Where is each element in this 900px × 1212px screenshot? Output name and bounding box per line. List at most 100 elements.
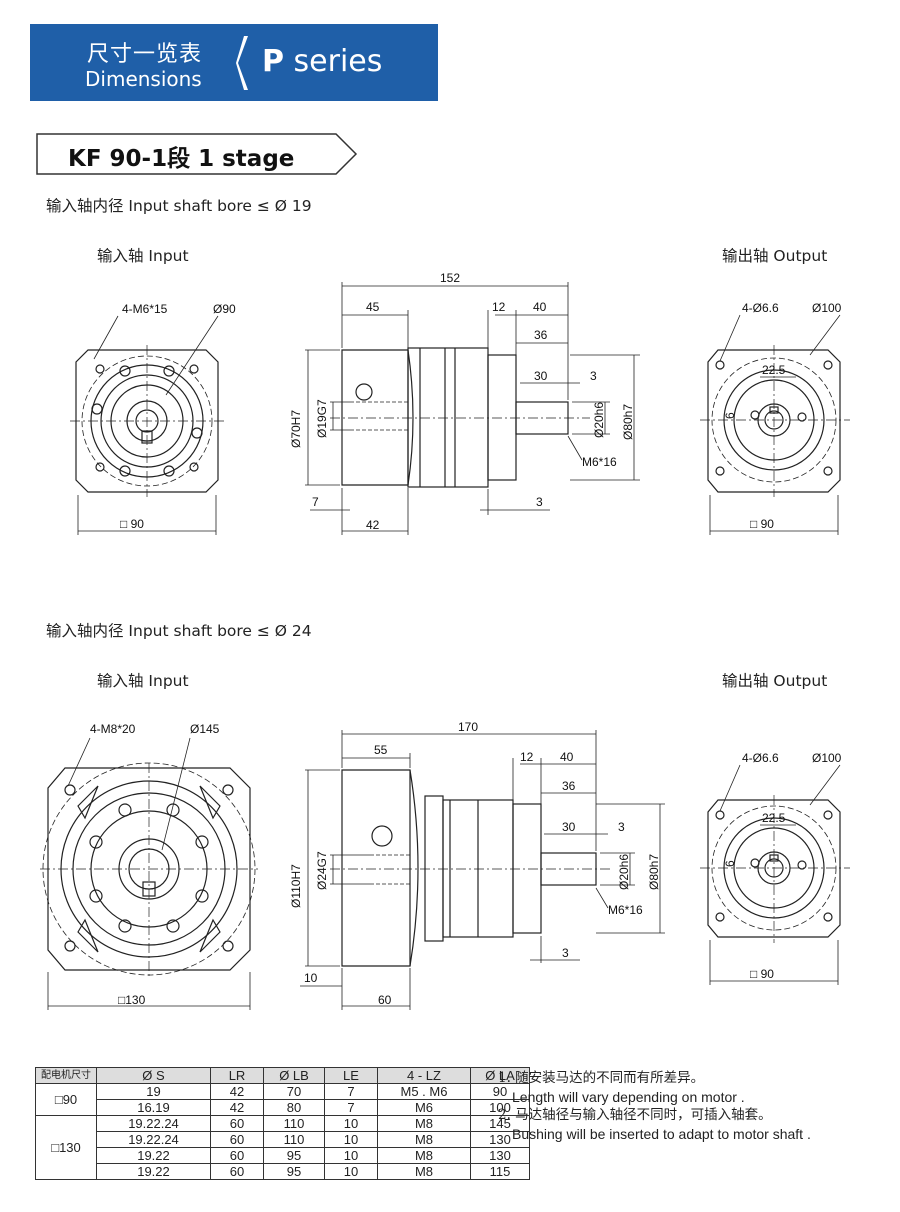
s1-side-total: 152 — [440, 271, 460, 285]
table-header-cell: Ø LB — [263, 1067, 325, 1084]
s2-side-d80: Ø80h7 — [647, 854, 661, 890]
s2-side-d60: 60 — [378, 993, 392, 1007]
table-cell: M5 . M6 — [377, 1083, 471, 1100]
table-cell: 95 — [263, 1147, 325, 1164]
section2-input-drawing: 4-M8*20 Ø145 □130 — [40, 722, 258, 1010]
section1-input-label: 输入轴 Input — [97, 247, 189, 265]
section1-bore: 输入轴内径 Input shaft bore ≤ Ø 19 — [46, 197, 312, 215]
table-cell: 42 — [210, 1083, 264, 1100]
s1-side-d36: 36 — [534, 328, 548, 342]
s2-side-left: 55 — [374, 743, 388, 757]
section2-side-drawing: 170 55 12 40 36 30 3 Ø110H7 Ø24G7 Ø20h6 … — [289, 720, 665, 1010]
table-cell: 145 — [470, 1115, 530, 1132]
s2-side-d3: 3 — [618, 820, 625, 834]
table-cell: M8 — [377, 1115, 471, 1132]
table-cell: 19.22 — [96, 1163, 211, 1180]
s2-in-pcd: Ø145 — [190, 722, 220, 736]
s1-side-d30: 30 — [534, 369, 548, 383]
section2-input-label: 输入轴 Input — [97, 672, 189, 690]
table-cell: 7 — [324, 1083, 378, 1100]
table-header-cell: 4 - LZ — [377, 1067, 471, 1084]
notes: 1. 随安装马达的不同而有所差异。 Length will vary depen… — [498, 1069, 811, 1143]
s1-out-pcd: Ø100 — [812, 301, 842, 315]
table-cell: 10 — [324, 1147, 378, 1164]
s1-out-keyw: 6 — [723, 412, 737, 419]
table-cell: M8 — [377, 1147, 471, 1164]
motor-size-cell: □130 — [35, 1115, 97, 1180]
s1-in-thread: 4-M6*15 — [122, 302, 168, 316]
table-cell: 90 — [470, 1083, 530, 1100]
section2-bore: 输入轴内径 Input shaft bore ≤ Ø 24 — [46, 622, 312, 640]
s1-side-d19: Ø19G7 — [315, 399, 329, 438]
table-cell: 19.22.24 — [96, 1115, 211, 1132]
table-cell: 60 — [210, 1147, 264, 1164]
section1-input-drawing: 4-M6*15 Ø90 □ 90 — [70, 302, 236, 535]
s1-side-d70: Ø70H7 — [289, 410, 303, 448]
stage-arrow-frame — [36, 133, 358, 175]
section1-output-label: 输出轴 Output — [722, 247, 828, 265]
s1-side-d42: 42 — [366, 518, 380, 532]
s1-out-holes: 4-Ø6.6 — [742, 301, 779, 315]
s2-side-d10: 10 — [304, 971, 318, 985]
table-cell: 10 — [324, 1131, 378, 1148]
table-cell: 19.22.24 — [96, 1131, 211, 1148]
table-cell: 19.22 — [96, 1147, 211, 1164]
chevron-left-icon — [236, 36, 248, 90]
s2-out-holes: 4-Ø6.6 — [742, 751, 779, 765]
s1-in-square: □ 90 — [120, 517, 144, 531]
s2-side-d3b: 3 — [562, 946, 569, 960]
s2-out-pcd: Ø100 — [812, 751, 842, 765]
table-header-cell: LR — [210, 1067, 264, 1084]
table-cell: 42 — [210, 1099, 264, 1116]
s1-side-d7: 7 — [312, 495, 319, 509]
table-header-row: 配电机尺寸 Ø S LR Ø LB LE 4 - LZ Ø LA — [35, 1067, 530, 1084]
stage-box: KF 90-1段 1 stage — [36, 133, 358, 175]
note-1-cn: 1. 随安装马达的不同而有所差异。 — [498, 1070, 705, 1086]
s2-side-d110: Ø110H7 — [289, 864, 303, 908]
table-cell: 80 — [263, 1099, 325, 1116]
title-en: Dimensions — [85, 67, 202, 91]
table-cell: 130 — [470, 1131, 530, 1148]
s2-out-key: 22.5 — [762, 811, 786, 825]
table-cell: M8 — [377, 1131, 471, 1148]
s2-side-d30: 30 — [562, 820, 576, 834]
note-2-en: Bushing will be inserted to adapt to mot… — [512, 1125, 811, 1142]
motor-size-cell: □90 — [35, 1083, 97, 1116]
title-cn: 尺寸一览表 — [87, 42, 203, 67]
table-header-cell: Ø S — [96, 1067, 211, 1084]
table-header-cell: LE — [324, 1067, 378, 1084]
table-cell: 70 — [263, 1083, 325, 1100]
s2-out-keyw: 6 — [723, 860, 737, 867]
s2-side-total: 170 — [458, 720, 478, 734]
table-cell: M6 — [377, 1099, 471, 1116]
note-2-cn: 2. 马达轴径与输入轴径不同时，可插入轴套。 — [498, 1107, 772, 1123]
s2-out-square: □ 90 — [750, 967, 774, 981]
section2-output-drawing: 4-Ø6.6 Ø100 22.5 6 □ 90 — [700, 751, 850, 985]
table-cell: 60 — [210, 1131, 264, 1148]
table-cell: 60 — [210, 1115, 264, 1132]
table-cell: 130 — [470, 1147, 530, 1164]
section2-output-label: 输出轴 Output — [722, 672, 828, 690]
s1-side-d20: Ø20h6 — [592, 402, 606, 438]
table-cell: 115 — [470, 1163, 530, 1180]
table-cell: 110 — [263, 1131, 325, 1148]
table-cell: 60 — [210, 1163, 264, 1180]
table-header-cell: Ø LA — [470, 1067, 530, 1084]
s1-side-left: 45 — [366, 300, 380, 314]
s1-side-d3: 3 — [590, 369, 597, 383]
table-cell: 110 — [263, 1115, 325, 1132]
s2-side-d40: 40 — [560, 750, 574, 764]
s1-side-d40: 40 — [533, 300, 547, 314]
s2-side-thread: M6*16 — [608, 903, 643, 917]
s1-side-d3b: 3 — [536, 495, 543, 509]
s1-side-d80: Ø80h7 — [621, 404, 635, 440]
table-cell: 10 — [324, 1163, 378, 1180]
s1-out-square: □ 90 — [750, 517, 774, 531]
s2-in-thread: 4-M8*20 — [90, 722, 136, 736]
